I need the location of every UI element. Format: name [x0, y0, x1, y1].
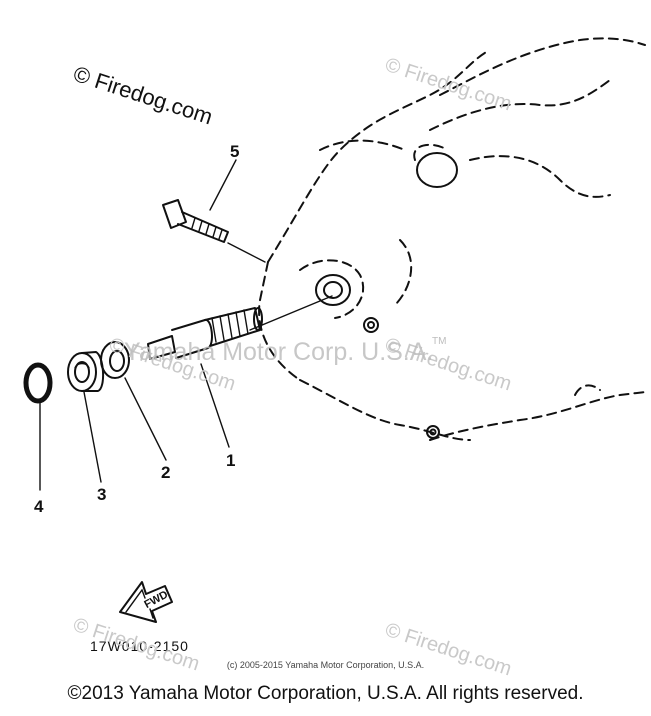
leader-lines — [39, 159, 237, 491]
callout-2: 2 — [161, 463, 170, 482]
bolt-axis-line — [227, 242, 266, 263]
firedog-watermark-primary: © Firedog.com — [70, 61, 215, 129]
callout-1: 1 — [226, 451, 235, 470]
fwd-label: FWD — [142, 589, 170, 611]
fwd-arrow: FWD — [119, 581, 173, 623]
yamaha-watermark: Yamaha Motor Corp. U.S.A. — [124, 338, 433, 366]
callout-3: 3 — [97, 485, 106, 504]
callout-4: 4 — [34, 497, 44, 516]
part-5-bolt — [162, 199, 229, 243]
part-4-circlip — [23, 362, 53, 404]
firedog-watermark-top-right: © Firedog.com — [382, 54, 514, 116]
tm-mark: TM — [432, 336, 446, 347]
callout-5: 5 — [230, 142, 239, 161]
copyright-small: (c) 2005-2015 Yamaha Motor Corporation, … — [226, 660, 425, 670]
part-code: 17W010-2150 — [90, 638, 189, 654]
engine-case-outline — [258, 37, 646, 441]
copyright-main: ©2013 Yamaha Motor Corporation, U.S.A. A… — [67, 683, 584, 704]
part-3-oil-seal — [67, 351, 104, 392]
part-1-shaft — [147, 307, 263, 360]
firedog-watermark-bottom-right: © Firedog.com — [382, 619, 514, 681]
shaft-axis-line — [249, 295, 333, 331]
